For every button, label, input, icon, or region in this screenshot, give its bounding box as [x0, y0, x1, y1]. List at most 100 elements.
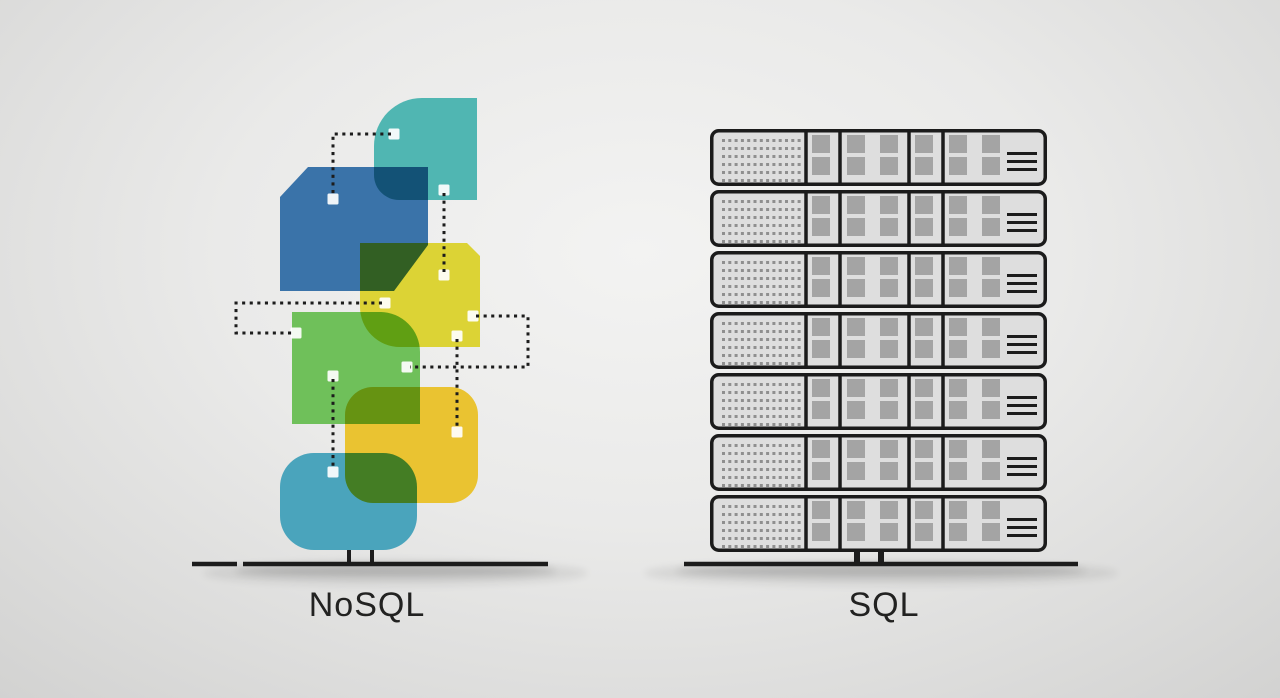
vent-dot — [747, 338, 751, 341]
vent-dot — [778, 415, 782, 418]
drive-square — [949, 196, 967, 214]
vent-dot — [728, 200, 732, 203]
vent-dot — [766, 200, 770, 203]
connector-node — [290, 327, 302, 339]
vent-dot — [766, 383, 770, 386]
vent-dot — [797, 277, 801, 280]
vent-dot — [772, 261, 776, 264]
shape-stack — [280, 98, 480, 550]
vent-grid — [722, 505, 801, 548]
vent-dot — [740, 407, 744, 410]
vent-dot — [753, 537, 757, 540]
vent-dot — [772, 293, 776, 296]
vent-dot — [753, 322, 757, 325]
vent-dot — [747, 346, 751, 349]
vent-dot — [778, 208, 782, 211]
vent-dot — [734, 415, 738, 418]
vent-dot — [785, 505, 788, 508]
vent-dot — [734, 232, 738, 235]
vent-dot — [766, 545, 770, 548]
drive-square — [812, 157, 830, 175]
vent-dot — [766, 277, 770, 280]
vent-dot — [722, 362, 725, 365]
vent-dot — [791, 338, 795, 341]
vent-dot — [722, 330, 725, 333]
vent-dot — [728, 232, 732, 235]
vent-dot — [747, 383, 751, 386]
menu-icon — [1007, 335, 1037, 354]
vent-dot — [778, 147, 782, 150]
menu-icon — [1007, 457, 1037, 476]
vent-dot — [785, 224, 788, 227]
vent-dot — [759, 423, 763, 426]
vent-dot — [759, 399, 763, 402]
stand-leg — [878, 546, 884, 566]
vent-dot — [791, 277, 795, 280]
vent-dot — [766, 285, 770, 288]
vent-dot — [759, 171, 763, 174]
vent-dot — [791, 208, 795, 211]
vent-dot — [734, 240, 738, 243]
drive-square — [982, 157, 1000, 175]
vent-dot — [722, 545, 725, 548]
vent-dot — [778, 545, 782, 548]
vent-dot — [785, 322, 788, 325]
vent-dot — [734, 505, 738, 508]
vent-dot — [778, 362, 782, 365]
vent-dot — [766, 139, 770, 142]
vent-dot — [728, 322, 732, 325]
vent-dot — [728, 415, 732, 418]
drive-square — [812, 462, 830, 480]
menu-icon — [1007, 396, 1037, 415]
vent-dot — [734, 468, 738, 471]
vent-dot — [728, 261, 732, 264]
vent-dot — [797, 415, 801, 418]
vent-dot — [766, 407, 770, 410]
vent-dot — [722, 261, 725, 264]
vent-dot — [791, 200, 795, 203]
vent-dot — [740, 338, 744, 341]
vent-dot — [785, 216, 788, 219]
drive-square — [949, 501, 967, 519]
vent-dot — [785, 362, 788, 365]
drive-square — [949, 318, 967, 336]
vent-dot — [797, 407, 801, 410]
vent-dot — [722, 179, 725, 182]
vent-dot — [778, 505, 782, 508]
drive-square — [982, 340, 1000, 358]
vent-dot — [740, 285, 744, 288]
drive-square — [847, 523, 865, 541]
vent-dot — [740, 147, 744, 150]
vent-dot — [791, 354, 795, 357]
vent-dot — [785, 444, 788, 447]
sql-rack — [644, 129, 1118, 586]
vent-dot — [734, 216, 738, 219]
vent-dot — [791, 444, 795, 447]
vent-dot — [797, 537, 801, 540]
vent-dot — [785, 301, 788, 304]
vent-dot — [753, 200, 757, 203]
vent-dot — [785, 240, 788, 243]
vent-dot — [778, 537, 782, 540]
vent-dot — [753, 139, 757, 142]
vent-dot — [759, 293, 763, 296]
vent-dot — [791, 545, 795, 548]
vent-dot — [778, 391, 782, 394]
vent-dot — [766, 444, 770, 447]
vent-dot — [734, 285, 738, 288]
vent-dot — [753, 147, 757, 150]
vent-dot — [740, 346, 744, 349]
drive-square — [812, 257, 830, 275]
vent-dot — [797, 216, 801, 219]
vent-dot — [766, 155, 770, 158]
vent-dot — [759, 505, 763, 508]
vent-dot — [722, 293, 725, 296]
vent-dot — [722, 468, 725, 471]
vent-dot — [722, 415, 725, 418]
vent-dot — [778, 200, 782, 203]
vent-dot — [785, 293, 788, 296]
vent-dot — [772, 362, 776, 365]
vent-dot — [740, 423, 744, 426]
menu-line — [1007, 518, 1037, 521]
vent-dot — [753, 163, 757, 166]
